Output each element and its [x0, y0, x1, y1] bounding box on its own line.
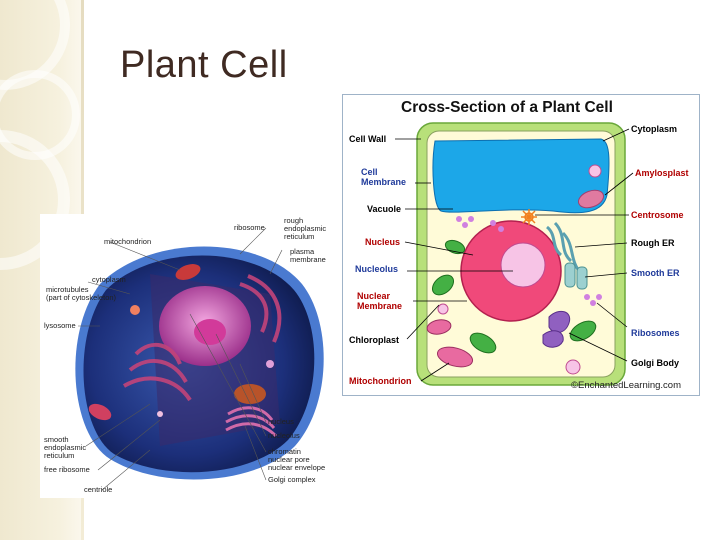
plant-cell-diagram: Cross-Section of a Plant Cell	[342, 94, 700, 396]
plant-diagram-title: Cross-Section of a Plant Cell	[401, 99, 613, 116]
plant-label-mitochondrion: Mitochondrion	[349, 376, 412, 386]
animal-label-nuclear-pore: nuclear pore	[268, 455, 310, 464]
plant-cell-drawing	[395, 122, 634, 386]
animal-label-centriole: centriole	[84, 485, 113, 494]
plant-label-nucleolus: Nucleolus	[355, 264, 399, 274]
animal-label-chromatin: chromatin	[268, 447, 301, 456]
plant-label-vacuole: Vacuole	[367, 204, 402, 214]
animal-label-ribosome: ribosome	[234, 223, 265, 232]
plant-label-rough-er: Rough ER	[631, 238, 675, 248]
plant-label-nuclear-membrane: Nuclear Membrane	[357, 291, 403, 311]
plant-label-cell-membrane: Cell Membrane	[361, 167, 407, 187]
vesicle-shape	[588, 164, 602, 178]
plant-label-cytoplasm: Cytoplasm	[631, 124, 678, 134]
vacuole-shape	[432, 138, 610, 214]
plant-label-golgi-body: Golgi Body	[631, 358, 679, 368]
slide-title: Plant Cell	[120, 44, 288, 86]
animal-cell-drawing	[75, 227, 324, 491]
golgi-body-shape	[542, 310, 571, 348]
centrosome-shape	[521, 209, 537, 225]
nucleolus-shape	[500, 242, 546, 288]
plant-label-nucleus: Nucleus	[365, 237, 401, 247]
plant-leader-lines	[395, 128, 634, 382]
animal-label-microtubules: microtubules (part of cytoskeleton)	[46, 285, 117, 302]
plant-diagram-credit: ©EnchantedLearning.com	[571, 380, 681, 391]
animal-label-nucleus: nucleus	[268, 417, 294, 426]
plant-label-ribosomes: Ribosomes	[631, 328, 680, 338]
plant-label-cell-wall: Cell Wall	[349, 134, 387, 144]
plant-label-amylosplast: Amylosplast	[635, 168, 689, 178]
vesicle-shape	[437, 303, 449, 315]
animal-label-rough-er: rough endoplasmic reticulum	[284, 216, 327, 241]
smooth-er-shape	[564, 262, 588, 290]
animal-label-lysosome: lysosome	[44, 321, 76, 330]
animal-label-nucleolus: nucleolus	[268, 431, 300, 440]
ribosome-shapes	[456, 216, 602, 306]
amylosplast-shape	[577, 189, 605, 209]
plant-label-smooth-er: Smooth ER	[631, 268, 680, 278]
plant-label-chloroplast: Chloroplast	[349, 335, 400, 345]
animal-label-free-ribosome: free ribosome	[44, 465, 90, 474]
animal-label-mitochondrion: mitochondrion	[104, 237, 152, 246]
animal-label-smooth-er: smooth endoplasmic reticulum	[44, 435, 87, 460]
mitochondria-shapes	[426, 319, 474, 368]
vesicle-shape	[565, 359, 581, 375]
plant-label-centrosome: Centrosome	[631, 210, 684, 220]
animal-label-golgi: Golgi complex	[268, 475, 316, 484]
animal-label-nuclear-envelope: nuclear envelope	[268, 463, 326, 472]
animal-cell-illustration: ribosome rough endoplasmic reticulum mit…	[40, 214, 338, 498]
animal-label-cytoplasm: cytoplasm	[92, 275, 126, 284]
animal-label-plasma-membrane: plasma membrane	[290, 247, 326, 264]
